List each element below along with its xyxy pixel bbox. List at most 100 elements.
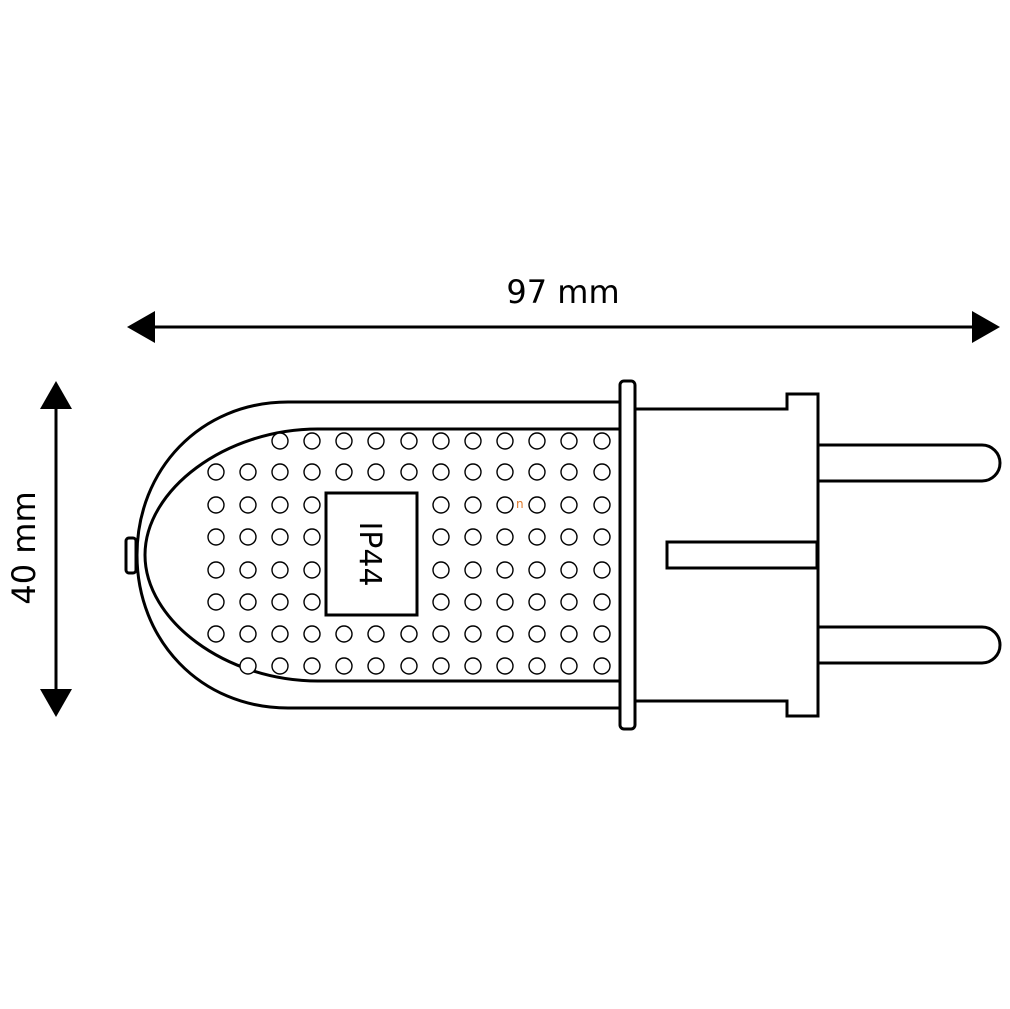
height-dimension-label: 40 mm — [5, 491, 43, 604]
grip-dot — [496, 561, 514, 579]
grip-dot — [303, 561, 321, 579]
grip-dot — [432, 463, 450, 481]
grip-dot — [496, 657, 514, 675]
grip-dot — [207, 496, 225, 514]
height-dimension: 40 mm — [5, 381, 72, 717]
grip-dot — [367, 463, 385, 481]
height-arrow-top-icon — [40, 381, 72, 409]
grip-dot — [335, 432, 353, 450]
watermark-mark: n — [516, 497, 524, 511]
length-arrow-left-icon — [127, 311, 155, 343]
grip-dot — [400, 625, 418, 643]
grip-dot — [528, 528, 546, 546]
grip-dot — [593, 528, 611, 546]
grip-dot — [207, 463, 225, 481]
grip-dot — [432, 593, 450, 611]
grip-dot — [207, 561, 225, 579]
grip-dot — [303, 528, 321, 546]
grip-dot — [593, 625, 611, 643]
grip-dot — [528, 561, 546, 579]
grip-dot — [560, 657, 578, 675]
grip-dot — [464, 496, 482, 514]
grip-dot — [271, 496, 289, 514]
grip-dot — [335, 463, 353, 481]
plug-pin-top — [813, 443, 1002, 483]
grip-dot — [303, 463, 321, 481]
plug-collar-flange — [618, 379, 637, 731]
grip-dot — [464, 432, 482, 450]
grip-dot — [496, 496, 514, 514]
grip-dot — [239, 528, 257, 546]
grip-dot — [560, 561, 578, 579]
grip-dot — [271, 528, 289, 546]
length-dimension-label: 97 mm — [506, 273, 619, 311]
grip-dot — [432, 561, 450, 579]
grip-dot — [303, 593, 321, 611]
grip-dot — [464, 657, 482, 675]
grip-dot — [560, 593, 578, 611]
grip-dot — [239, 625, 257, 643]
grip-dot — [496, 625, 514, 643]
grip-dot — [528, 432, 546, 450]
grip-dot — [560, 625, 578, 643]
grip-dot — [400, 463, 418, 481]
grip-dot — [496, 432, 514, 450]
grip-dot — [367, 625, 385, 643]
grip-dot — [207, 593, 225, 611]
grip-dot — [239, 561, 257, 579]
grip-dot — [593, 561, 611, 579]
grip-dot — [528, 593, 546, 611]
grip-dot — [303, 625, 321, 643]
grip-dot — [560, 528, 578, 546]
grip-dot — [271, 657, 289, 675]
grip-dot — [239, 657, 257, 675]
grip-dot — [528, 496, 546, 514]
grip-dot — [464, 463, 482, 481]
grip-dot — [528, 657, 546, 675]
grip-dot — [239, 593, 257, 611]
grip-dot — [303, 496, 321, 514]
grip-dot — [400, 657, 418, 675]
plug-drawing: IP44 — [124, 379, 1002, 731]
plug-pin-bottom — [813, 625, 1002, 665]
grip-dot — [207, 528, 225, 546]
grip-dot — [271, 561, 289, 579]
grip-dot — [432, 496, 450, 514]
grip-dot — [271, 625, 289, 643]
grip-dot — [335, 657, 353, 675]
grip-dot — [560, 463, 578, 481]
length-dimension: 97 mm — [127, 273, 1000, 343]
grip-dot — [239, 463, 257, 481]
grip-dot — [432, 657, 450, 675]
grip-dot — [207, 625, 225, 643]
grip-dot — [400, 432, 418, 450]
grip-dot — [593, 593, 611, 611]
grip-dot — [496, 528, 514, 546]
grip-dot — [560, 432, 578, 450]
rating-label-text: IP44 — [352, 521, 387, 586]
grip-dot — [464, 561, 482, 579]
grip-dot — [303, 657, 321, 675]
grip-dot-pattern — [207, 432, 611, 675]
grip-dot — [367, 432, 385, 450]
grip-dot — [593, 432, 611, 450]
grip-dot — [367, 657, 385, 675]
grip-dot — [593, 463, 611, 481]
grip-dot — [528, 463, 546, 481]
grip-dot — [335, 625, 353, 643]
grip-dot — [271, 463, 289, 481]
grip-dot — [560, 496, 578, 514]
grip-dot — [271, 593, 289, 611]
grip-dot — [303, 432, 321, 450]
grip-dot — [432, 528, 450, 546]
grip-dot — [593, 496, 611, 514]
rating-label-box — [324, 491, 419, 617]
earth-contact-slot — [665, 540, 819, 570]
grip-dot — [239, 496, 257, 514]
grip-dot — [432, 432, 450, 450]
grip-dot — [496, 463, 514, 481]
grip-dot — [271, 432, 289, 450]
grip-dot — [464, 625, 482, 643]
grip-dot — [432, 625, 450, 643]
